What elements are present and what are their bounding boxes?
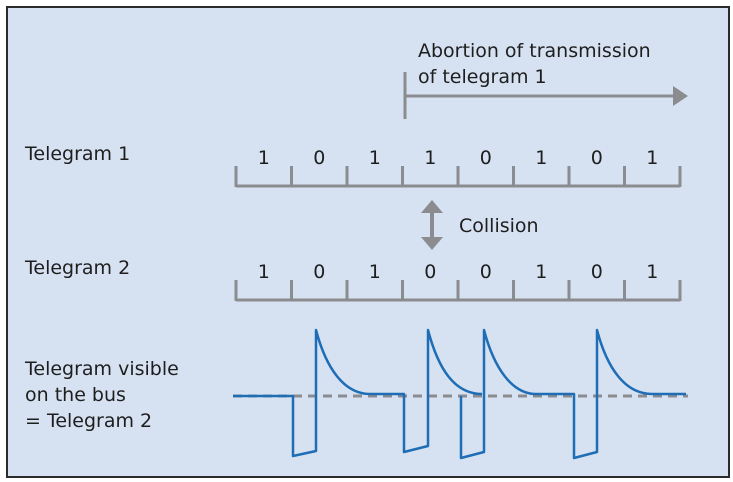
- telegram2-bits: 1 0 1 0 0 1 0 1: [258, 261, 659, 283]
- telegram2-scale: [234, 280, 682, 302]
- telegram2-bit-8: 1: [646, 261, 658, 283]
- telegram1-bit-2: 0: [313, 147, 325, 169]
- collision-arrow-down-icon: [421, 237, 443, 250]
- telegram1-bit-1: 1: [258, 147, 270, 169]
- telegram1-bit-6: 1: [535, 147, 547, 169]
- collision-arrow-up-icon: [421, 200, 443, 213]
- telegram1-label: Telegram 1: [24, 143, 130, 165]
- bus-label-line3: = Telegram 2: [25, 410, 152, 432]
- telegram2-bit-4: 0: [424, 261, 436, 283]
- bus-label-line2: on the bus: [25, 384, 126, 406]
- telegram2-bit-5: 0: [480, 261, 492, 283]
- abortion-label-line2: of telegram 1: [418, 66, 547, 88]
- telegram2-label: Telegram 2: [24, 257, 130, 279]
- telegram1-bit-3: 1: [369, 147, 381, 169]
- telegram2-bit-2: 0: [313, 261, 325, 283]
- telegram1-bit-8: 1: [646, 147, 658, 169]
- collision-label: Collision: [459, 215, 539, 237]
- telegram2-bit-1: 1: [258, 261, 270, 283]
- bus-label-line1: Telegram visible: [24, 358, 179, 380]
- abortion-arrowhead-icon: [673, 86, 688, 106]
- telegram2-bit-6: 1: [535, 261, 547, 283]
- telegram1-bits: 1 0 1 1 0 1 0 1: [258, 147, 659, 169]
- telegram1-bit-5: 0: [480, 147, 492, 169]
- telegram1-bit-7: 0: [591, 147, 603, 169]
- telegram2-bit-7: 0: [591, 261, 603, 283]
- telegram1-scale: [234, 166, 682, 188]
- telegram1-bit-4: 1: [424, 147, 436, 169]
- abortion-label-line1: Abortion of transmission: [418, 40, 651, 62]
- diagram-frame: [6, 6, 730, 478]
- bus-signal-waveform: [233, 328, 686, 460]
- telegram2-bit-3: 1: [369, 261, 381, 283]
